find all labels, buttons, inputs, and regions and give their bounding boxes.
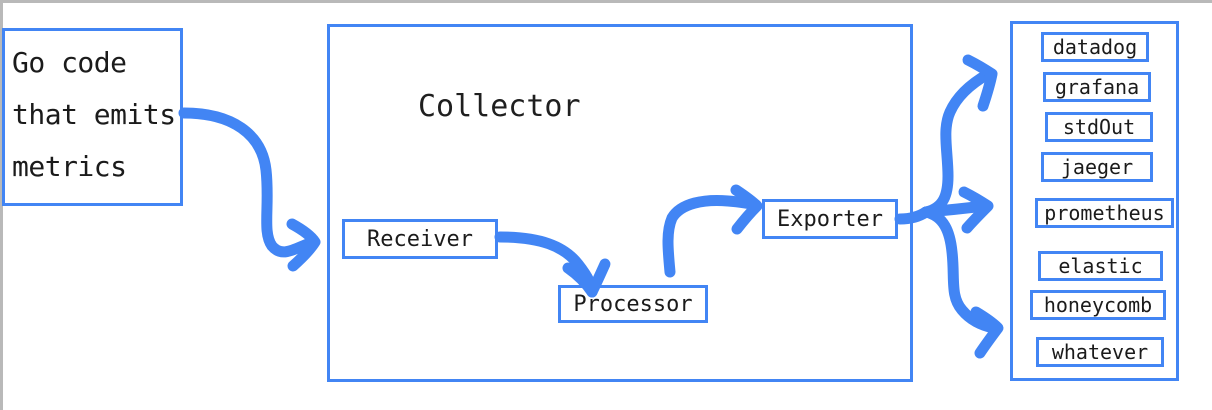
arrow-source-to-receiver xyxy=(178,107,321,272)
destination-item: jaeger xyxy=(1041,152,1153,182)
destination-item: datadog xyxy=(1041,32,1149,62)
receiver-box: Receiver xyxy=(342,219,498,259)
processor-box: Processor xyxy=(558,285,708,323)
exporter-box: Exporter xyxy=(762,199,898,239)
source-line-1: Go code xyxy=(12,46,127,79)
destination-item: elastic xyxy=(1038,251,1163,281)
collector-title: Collector xyxy=(418,89,581,124)
arrow-branch-straight xyxy=(920,186,994,234)
go-code-source-box: Go code that emits metrics xyxy=(2,28,183,206)
destination-item: honeycomb xyxy=(1030,290,1166,320)
card-top-edge xyxy=(0,0,1212,3)
destination-item: whatever xyxy=(1036,337,1164,367)
destination-item: prometheus xyxy=(1035,198,1174,228)
arrow-branch-down xyxy=(920,206,1004,359)
source-line-2: that emits xyxy=(12,98,176,131)
card-left-edge xyxy=(0,0,3,410)
arrow-branch-up xyxy=(920,54,998,218)
destination-item: stdOut xyxy=(1045,112,1153,142)
destination-item: grafana xyxy=(1043,72,1151,102)
source-line-3: metrics xyxy=(12,150,127,183)
